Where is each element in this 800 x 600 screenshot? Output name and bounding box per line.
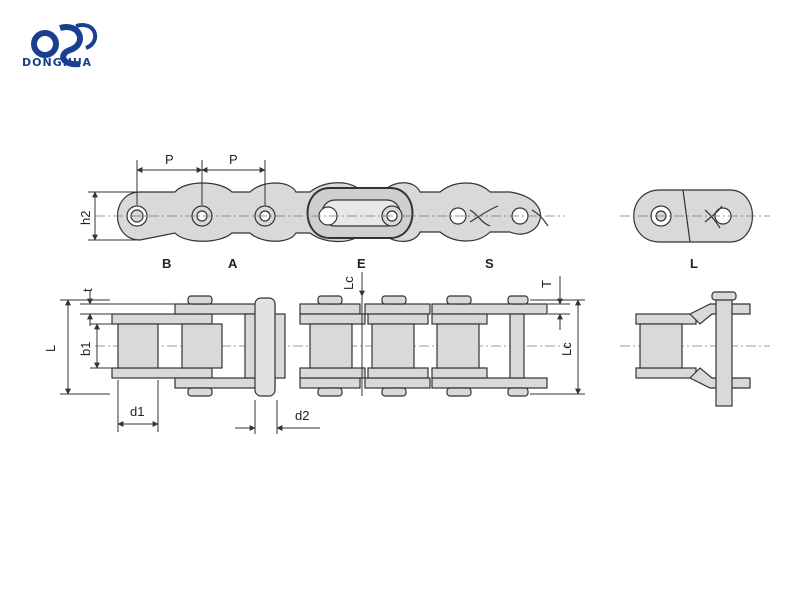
brand-name: DONGHUA: [22, 56, 93, 69]
pitch-label-1: P: [165, 152, 174, 167]
connector-length-right-label: Lc: [559, 342, 574, 356]
offset-plate-thickness-label: T: [539, 280, 554, 288]
section-label-b: B: [162, 256, 171, 271]
donghua-logo-icon: [31, 22, 98, 68]
pitch-label-2: P: [229, 152, 238, 167]
section-label-a: A: [228, 256, 238, 271]
section-label-e: E: [357, 256, 366, 271]
pin-holes: [126, 205, 732, 227]
connector-length-left-label: Lc: [341, 276, 356, 290]
plate-thickness-label: t: [80, 288, 95, 292]
section-label-l: L: [690, 256, 698, 271]
top-view-dimensions: [60, 272, 585, 434]
roller-diameter-label: d1: [130, 404, 144, 419]
inner-width-label: b1: [78, 342, 93, 356]
pitch-dimensions: [88, 160, 266, 241]
section-label-s: S: [485, 256, 494, 271]
pin-diameter-label: d2: [295, 408, 309, 423]
chain-top-view: [111, 291, 751, 407]
overall-width-label: L: [43, 345, 58, 352]
plate-height-label: h2: [78, 211, 93, 225]
spring-clips: [469, 205, 723, 229]
